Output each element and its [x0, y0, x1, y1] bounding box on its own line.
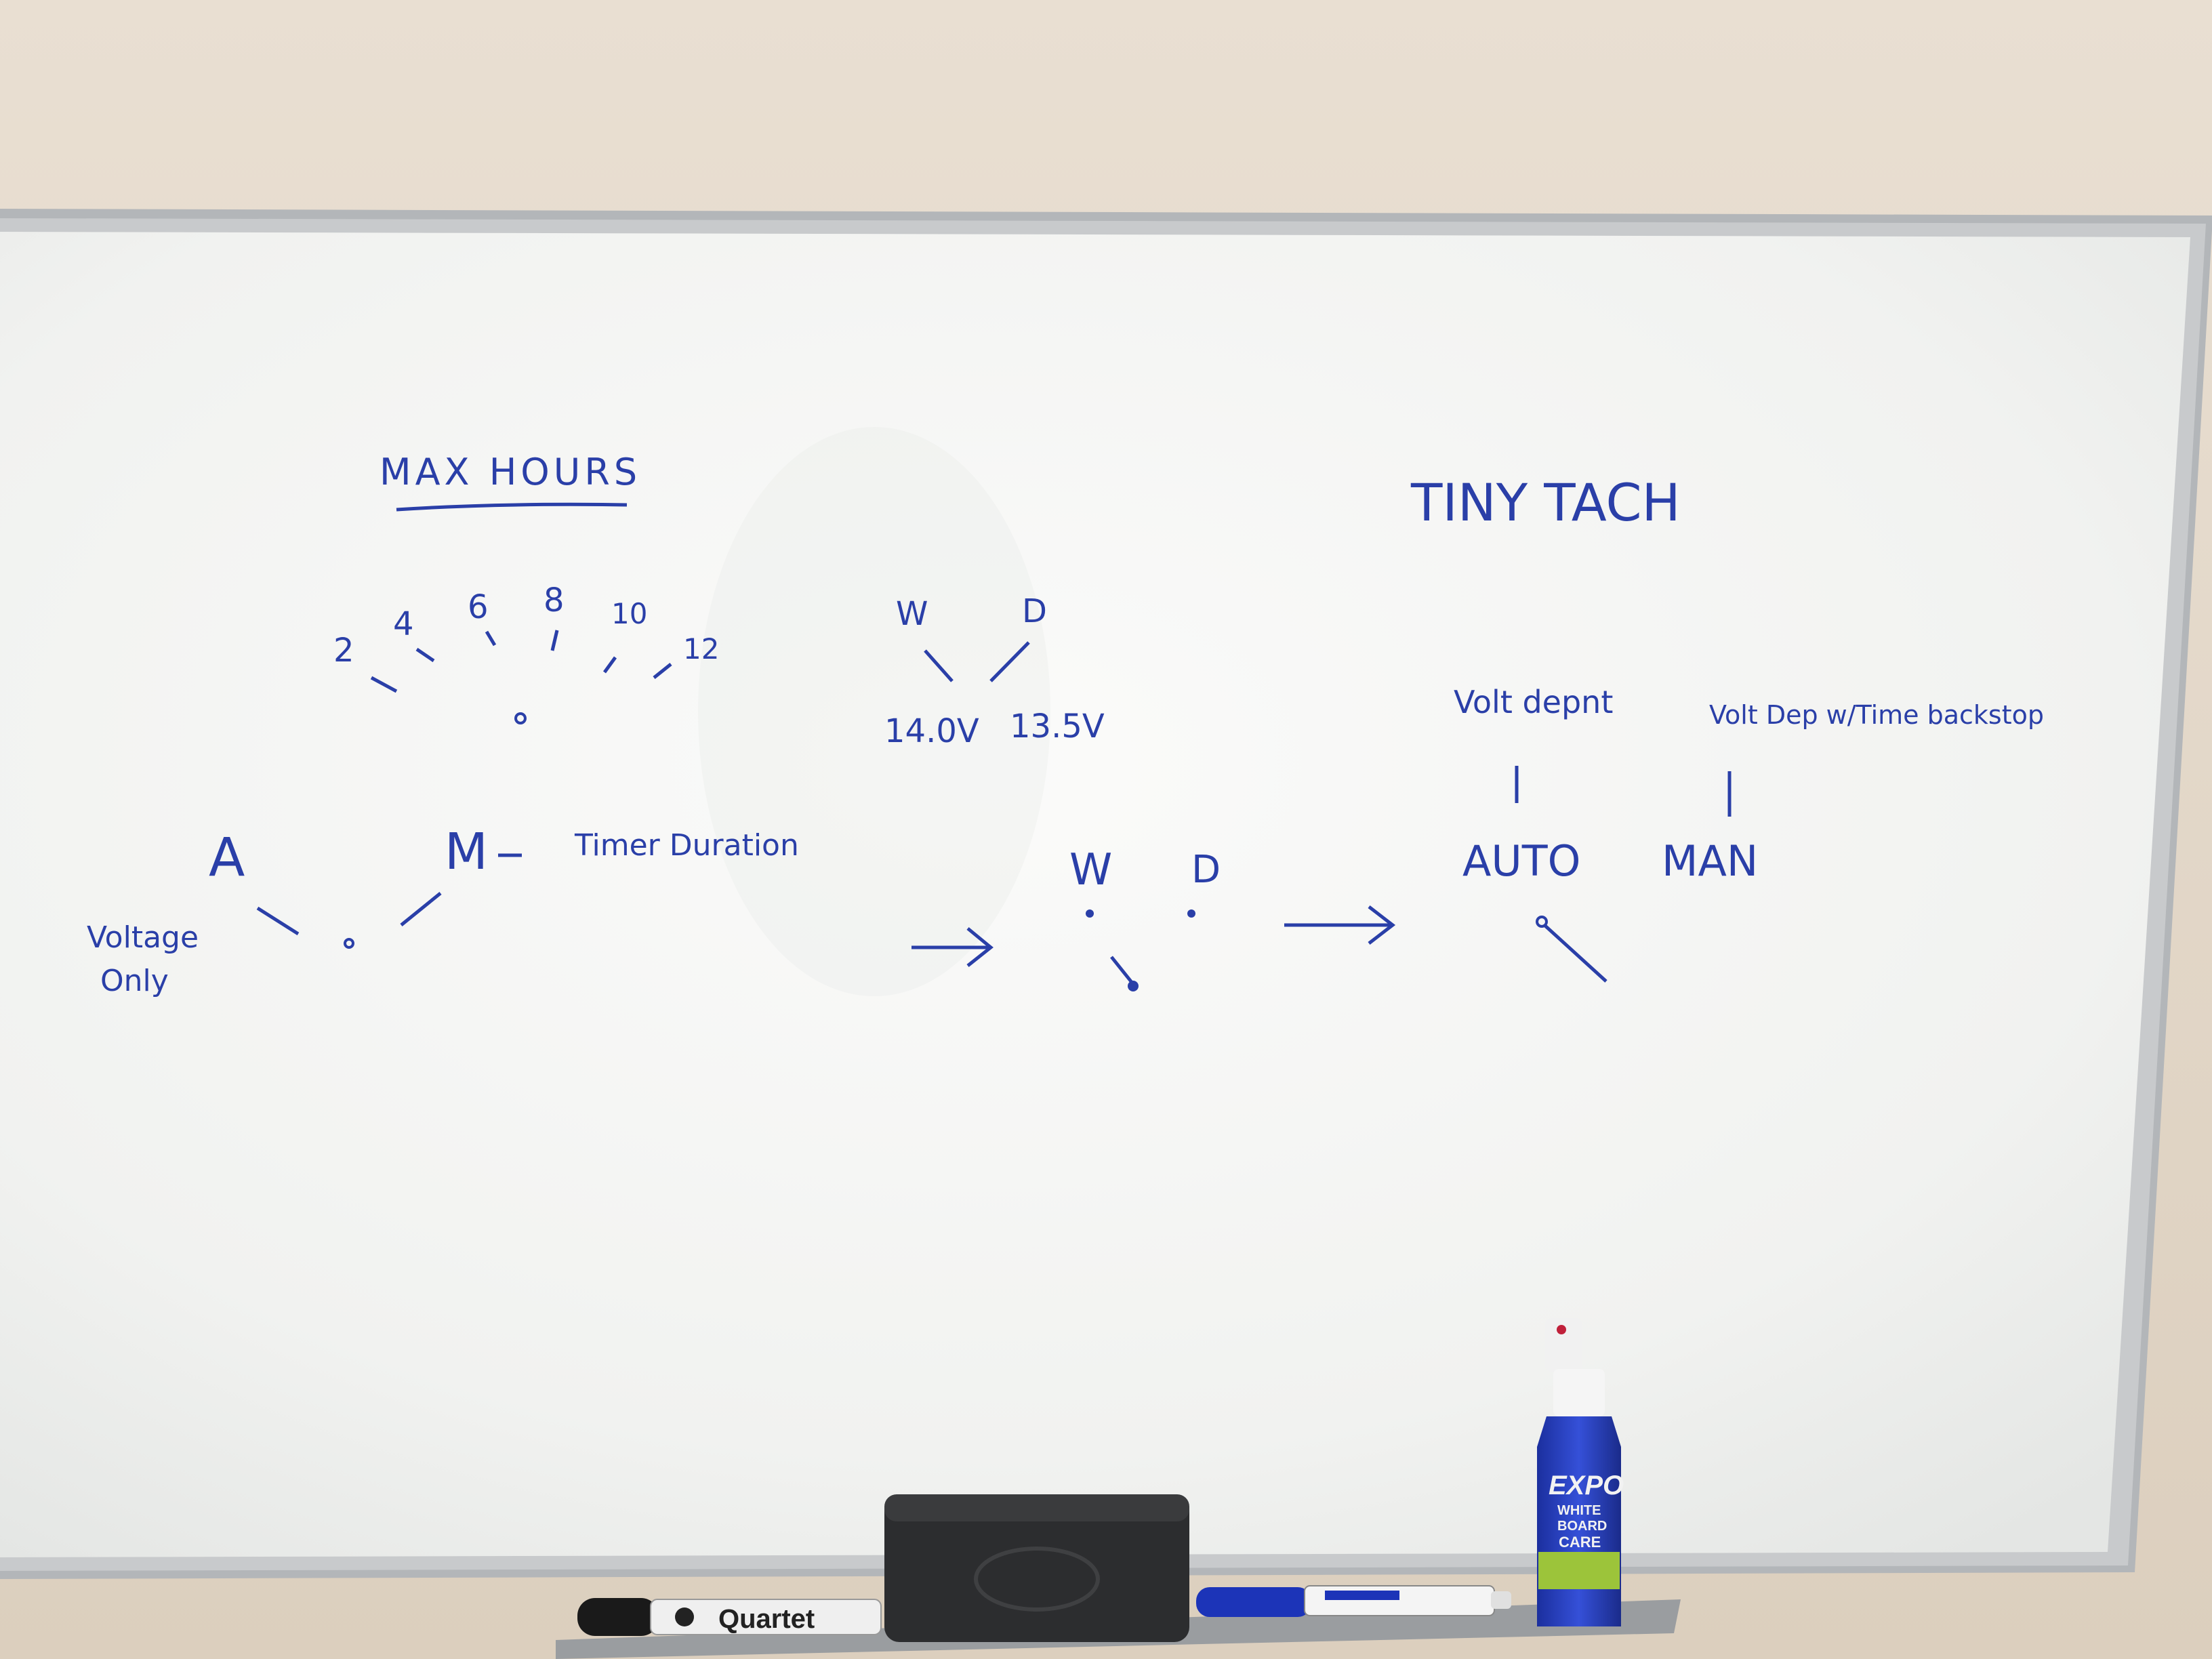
- voltage-only-line2: Only: [100, 964, 169, 998]
- tach-lever: [1544, 924, 1607, 983]
- max-hours-underline: [396, 502, 628, 512]
- board-reflection: [698, 427, 1050, 996]
- mode-switch-section: A Voltage Only M Timer Duration: [87, 823, 799, 998]
- mode-tick-right: [400, 892, 442, 926]
- wd2-pivot: [1128, 981, 1139, 991]
- eraser[interactable]: [884, 1494, 1189, 1642]
- spray-label-board: BOARD: [1557, 1519, 1607, 1534]
- wd2-dot-d: [1187, 909, 1195, 918]
- wd-w-label: W: [896, 595, 928, 633]
- volt-depnt-note: Volt depnt: [1454, 684, 1613, 720]
- black-marker[interactable]: Quartet: [577, 1598, 882, 1636]
- auto-label: AUTO: [1462, 836, 1580, 886]
- spray-brand-label: EXPO: [1549, 1471, 1624, 1500]
- wd-tick-left: [924, 649, 954, 682]
- wd2-lever: [1110, 956, 1134, 985]
- tach-pivot: [1536, 916, 1548, 928]
- mode-pivot: [344, 938, 354, 949]
- max-hours-section: MAX HOURS 2 4 6 8 10 12: [333, 451, 719, 724]
- spray-label-care: CARE: [1559, 1534, 1601, 1551]
- wd-value-13-5v: 13.5V: [1010, 708, 1105, 745]
- spray-label-white: WHITE: [1557, 1503, 1601, 1518]
- wd-voltage-section: W D 14.0V 13.5V: [884, 592, 1105, 750]
- voltage-only-line1: Voltage: [87, 920, 199, 955]
- tiny-tach-section: TINY TACH Volt depnt Volt Dep w/Time bac…: [1410, 472, 2044, 983]
- mode-a-label: A: [209, 827, 245, 888]
- arrow-2: [1284, 905, 1396, 945]
- wd2-d-label: D: [1191, 848, 1221, 892]
- dial-number-8: 8: [544, 581, 565, 619]
- marker-brand-label: Quartet: [718, 1604, 815, 1634]
- dial-number-6: 6: [468, 588, 489, 626]
- volt-dep-time-note: Volt Dep w/Time backstop: [1709, 700, 2044, 730]
- wd-value-14v: 14.0V: [884, 712, 979, 750]
- tiny-tach-title: TINY TACH: [1410, 472, 1681, 533]
- dial-center: [514, 712, 527, 724]
- dial-number-12: 12: [683, 632, 719, 665]
- dial-number-2: 2: [333, 632, 354, 670]
- wd2-w-label: W: [1069, 845, 1112, 895]
- mode-m-label: M: [445, 823, 488, 881]
- wd-tick-right: [989, 641, 1030, 682]
- dial-number-4: 4: [393, 605, 414, 643]
- blue-marker[interactable]: [1196, 1585, 1511, 1617]
- dial-number-10: 10: [611, 597, 647, 630]
- arrow-1: [912, 927, 994, 967]
- wd-d-label: D: [1022, 592, 1047, 630]
- max-hours-title: MAX HOURS: [380, 451, 641, 493]
- wd-switch-2-section: W D: [1069, 845, 1221, 991]
- wd2-dot-w: [1086, 909, 1094, 918]
- timer-duration-label: Timer Duration: [574, 828, 799, 863]
- dial-ticks: [370, 630, 672, 693]
- whiteboard-cleaner-spray[interactable]: EXPO WHITE BOARD CARE: [1537, 1318, 1624, 1626]
- board-surface: [0, 232, 2190, 1557]
- mode-tick-left: [256, 906, 300, 936]
- man-label: MAN: [1662, 836, 1758, 886]
